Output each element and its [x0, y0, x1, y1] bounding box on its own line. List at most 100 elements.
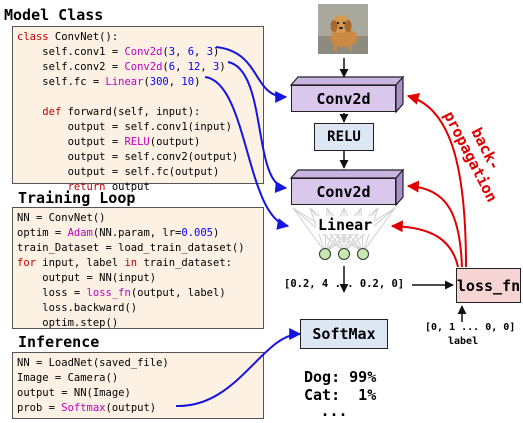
conv2d-2-layer: Conv2d: [291, 178, 396, 205]
code-line: optim.step(): [17, 316, 259, 331]
code-token: RELU: [124, 136, 150, 148]
code-token: loss_fn: [86, 287, 131, 299]
code-token: 6: [187, 46, 195, 58]
code-token: 3: [168, 46, 176, 58]
result-cat: Cat: 1%: [304, 386, 377, 404]
code-token: NN = LoadNet(saved_file): [17, 357, 169, 369]
code-token: (: [162, 46, 169, 58]
code-line: output = self.fc(output): [17, 165, 259, 180]
code-token: Adam: [67, 227, 93, 239]
code-token: loss =: [17, 287, 87, 299]
code-token: loss.backward(): [17, 302, 138, 314]
code-token: self.fc =: [17, 76, 106, 88]
code-token: in: [124, 257, 138, 269]
linear-nodes: [319, 248, 369, 260]
code-token: ,: [194, 46, 207, 58]
code-token: 0.005: [181, 227, 213, 239]
code-token: output =: [17, 136, 125, 148]
result-dog: Dog: 99%: [304, 368, 377, 386]
code-token: 10: [181, 76, 195, 88]
code-token: optim.step(): [17, 317, 119, 329]
code-token: (NN.param, lr=: [92, 227, 182, 239]
relu-layer: RELU: [314, 123, 374, 151]
code-token: Softmax: [61, 402, 106, 414]
code-token: (output, label): [130, 287, 226, 299]
code-token: train_Dataset = load_train_dataset(): [17, 242, 245, 254]
code-line: output = NN(Image): [17, 386, 259, 401]
code-line: class ConvNet():: [17, 30, 259, 45]
code-token: Conv2d: [124, 46, 163, 58]
result-more: ...: [320, 402, 348, 420]
code-line: prob = Softmax(output): [17, 401, 259, 416]
code-token: input, label: [35, 257, 125, 269]
code-line: output = self.conv1(input): [17, 120, 259, 135]
code-token: ): [213, 227, 220, 239]
training-loop-code: NN = ConvNet() optim = Adam(NN.param, lr=…: [12, 207, 264, 329]
code-token: ,: [200, 61, 214, 73]
code-token: for: [17, 257, 36, 269]
code-token: forward(self, input):: [61, 106, 201, 118]
training-loop-heading: Training Loop: [18, 189, 136, 207]
code-line: def forward(self, input):: [17, 105, 259, 120]
softmax-layer: SoftMax: [300, 319, 388, 349]
code-line: output = NN(input): [17, 271, 259, 286]
code-token: 300: [149, 76, 169, 88]
code-token: self.conv1 =: [17, 46, 125, 58]
code-line: loss = loss_fn(output, label): [17, 286, 259, 301]
code-line: loss.backward(): [17, 301, 259, 316]
code-token: output = self.conv1(input): [17, 121, 232, 133]
puppy-image: [318, 4, 368, 54]
code-token: ConvNet():: [48, 31, 119, 43]
code-token: ): [194, 76, 201, 88]
code-line: output = RELU(output): [17, 135, 259, 150]
code-token: Image = Camera(): [17, 372, 119, 384]
code-token: output: [105, 181, 150, 193]
code-token: Linear: [105, 76, 144, 88]
inference-heading: Inference: [18, 333, 100, 351]
code-token: output = self.conv2(output): [17, 151, 239, 163]
linear-layer-label: Linear: [316, 216, 375, 234]
code-line: output = self.conv2(output): [17, 150, 259, 165]
label-caption: label: [448, 336, 479, 347]
code-token: def: [42, 106, 62, 118]
code-token: output = self.fc(output): [17, 166, 220, 178]
code-line: self.conv1 = Conv2d(3, 6, 3): [17, 45, 259, 60]
output-vector: [0.2, 4 ... 0.2, 0]: [284, 278, 405, 290]
code-token: 6: [168, 61, 176, 73]
code-token: class: [17, 31, 49, 43]
code-token: (: [162, 61, 169, 73]
code-line: self.fc = Linear(300, 10): [17, 75, 259, 90]
code-token: return: [67, 181, 106, 193]
conv2d-1-layer: Conv2d: [291, 85, 396, 112]
code-token: self.conv2 =: [17, 61, 125, 73]
code-line: optim = Adam(NN.param, lr=0.005): [17, 226, 259, 241]
code-token: optim =: [17, 227, 68, 239]
model-class-heading: Model Class: [4, 6, 104, 24]
code-token: (output): [149, 136, 201, 148]
code-token: 3: [206, 46, 214, 58]
code-line: return output: [17, 180, 259, 195]
code-token: ): [213, 46, 220, 58]
code-line: self.conv2 = Conv2d(6, 12, 3): [17, 60, 259, 75]
code-token: NN = ConvNet(): [17, 212, 106, 224]
results: Dog: 99% Cat: 1% ...: [304, 368, 384, 420]
loss-fn-box: loss_fn: [456, 268, 521, 303]
code-token: ,: [175, 46, 188, 58]
code-token: 3: [213, 61, 220, 73]
code-token: ,: [175, 61, 188, 73]
code-token: (: [143, 76, 150, 88]
code-line: for input, label in train_dataset:: [17, 256, 259, 271]
code-token: ): [219, 61, 226, 73]
code-line: Image = Camera(): [17, 371, 259, 386]
code-token: (output): [105, 402, 157, 414]
code-line: train_Dataset = load_train_dataset(): [17, 241, 259, 256]
model-class-code: class ConvNet(): self.conv1 = Conv2d(3, …: [12, 26, 264, 193]
code-token: train_dataset:: [137, 257, 232, 269]
code-line: NN = LoadNet(saved_file): [17, 356, 259, 371]
code-line: NN = ConvNet(): [17, 211, 259, 226]
code-token: output = NN(input): [17, 272, 157, 284]
code-token: ,: [168, 76, 182, 88]
label-vector: [0, 1 ... 0, 0]: [425, 322, 516, 333]
code-token: output = NN(Image): [17, 387, 131, 399]
